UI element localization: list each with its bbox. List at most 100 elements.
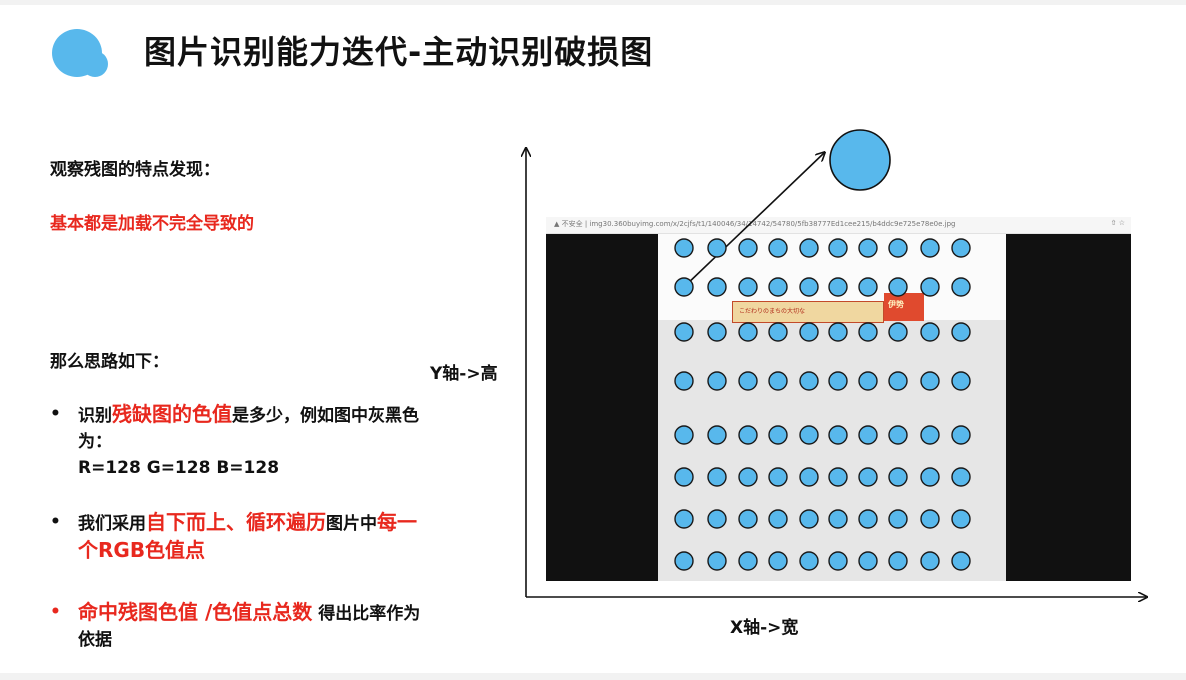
sample-dot bbox=[888, 467, 908, 487]
sample-dot bbox=[920, 509, 940, 529]
sample-dot bbox=[707, 425, 727, 445]
sample-dot bbox=[828, 238, 848, 258]
sample-dot bbox=[951, 467, 971, 487]
sample-dot bbox=[799, 371, 819, 391]
sample-dot bbox=[799, 238, 819, 258]
sample-dot bbox=[768, 371, 788, 391]
sample-dot bbox=[888, 509, 908, 529]
banner-text-red: 伊势 bbox=[888, 300, 904, 309]
bullet-highlight: 每一个RGB色值点 bbox=[78, 510, 417, 562]
bullet-text: 识别 bbox=[78, 406, 112, 426]
sample-dot bbox=[738, 467, 758, 487]
sample-dot bbox=[858, 509, 878, 529]
diagram-overlay bbox=[420, 129, 1160, 665]
sample-dot bbox=[768, 425, 788, 445]
sample-dot bbox=[828, 425, 848, 445]
sample-dot bbox=[799, 551, 819, 571]
sample-dot bbox=[951, 425, 971, 445]
browser-toolbar-icons: ⇧ ☆ bbox=[1110, 219, 1125, 227]
sample-dot bbox=[858, 425, 878, 445]
sample-dot bbox=[858, 551, 878, 571]
sample-dot bbox=[674, 425, 694, 445]
sample-dot bbox=[707, 467, 727, 487]
sample-dot bbox=[799, 509, 819, 529]
bullet-marker: • bbox=[50, 602, 61, 622]
sample-dot bbox=[858, 277, 878, 297]
sample-dot bbox=[707, 277, 727, 297]
sample-dot bbox=[674, 509, 694, 529]
sample-dot bbox=[738, 551, 758, 571]
pixel-scan-diagram: Y轴->高 X轴->宽 ▲ 不安全 | img30.360buyimg.com/… bbox=[420, 129, 1160, 665]
sample-dot bbox=[768, 551, 788, 571]
sample-dot bbox=[951, 322, 971, 342]
sample-dot bbox=[799, 277, 819, 297]
sample-dot bbox=[888, 425, 908, 445]
sample-dot bbox=[674, 371, 694, 391]
sample-dot bbox=[738, 277, 758, 297]
sample-dot bbox=[674, 467, 694, 487]
sample-dot bbox=[828, 322, 848, 342]
url-text: ▲ 不安全 | img30.360buyimg.com/x/2cjfs/t1/1… bbox=[554, 220, 956, 228]
sample-dot bbox=[828, 371, 848, 391]
sample-dot bbox=[951, 371, 971, 391]
sample-dot bbox=[674, 277, 694, 297]
sample-dot bbox=[707, 371, 727, 391]
sample-dot bbox=[828, 277, 848, 297]
sample-dot bbox=[888, 551, 908, 571]
sample-dot bbox=[920, 277, 940, 297]
black-border-right bbox=[1006, 234, 1131, 581]
bullet-highlight: 残缺图的色值 bbox=[112, 402, 232, 426]
sample-dot bbox=[828, 551, 848, 571]
observation-cause: 基本都是加载不完全导致的 bbox=[50, 214, 254, 234]
bullet-marker: • bbox=[50, 512, 61, 532]
sample-dot bbox=[951, 509, 971, 529]
bullet-text: 得出比率作为依据 bbox=[78, 604, 421, 650]
sample-dot bbox=[707, 238, 727, 258]
x-axis-label: X轴->宽 bbox=[730, 618, 799, 638]
sample-dot bbox=[738, 371, 758, 391]
sample-dot bbox=[674, 551, 694, 571]
scan-direction-arrow bbox=[683, 153, 824, 288]
sample-dot bbox=[738, 509, 758, 529]
bullet-text: 图片中 bbox=[326, 514, 377, 534]
sample-dot bbox=[768, 509, 788, 529]
bullet-text: 是多少，例如图中灰黑色为： bbox=[78, 406, 419, 452]
sample-dot bbox=[951, 551, 971, 571]
sample-dot bbox=[674, 238, 694, 258]
sample-dot bbox=[858, 322, 878, 342]
sample-dot bbox=[920, 425, 940, 445]
sample-dot bbox=[920, 467, 940, 487]
sample-dot bbox=[920, 322, 940, 342]
sample-dot bbox=[707, 509, 727, 529]
sample-dot bbox=[858, 467, 878, 487]
bullet-highlight: 命中残图色值 /色值点总数 bbox=[78, 600, 313, 624]
sample-dot bbox=[799, 425, 819, 445]
sample-dot bbox=[674, 322, 694, 342]
sample-dot bbox=[920, 551, 940, 571]
sample-dot bbox=[738, 238, 758, 258]
sample-dot bbox=[768, 467, 788, 487]
bullet-text: 我们采用 bbox=[78, 514, 146, 534]
approach-heading: 那么思路如下： bbox=[50, 352, 169, 372]
sample-dot bbox=[738, 322, 758, 342]
unloaded-gray-region bbox=[658, 320, 1006, 581]
cloud-blob-icon bbox=[52, 29, 108, 79]
slide: 图片识别能力迭代-主动识别破损图 观察残图的特点发现： 基本都是加载不完全导致的… bbox=[0, 5, 1186, 673]
sample-dot bbox=[888, 277, 908, 297]
sample-dot bbox=[888, 371, 908, 391]
observation-heading: 观察残图的特点发现： bbox=[50, 160, 220, 180]
sample-dot bbox=[738, 425, 758, 445]
sample-dot bbox=[707, 322, 727, 342]
sample-dot bbox=[799, 467, 819, 487]
sample-dot bbox=[888, 238, 908, 258]
bullet-highlight: 自下而上、循环遍历 bbox=[146, 510, 326, 534]
black-border-left bbox=[546, 234, 658, 581]
sample-dot bbox=[707, 551, 727, 571]
sample-dot bbox=[920, 238, 940, 258]
sample-dot bbox=[858, 238, 878, 258]
sample-dot bbox=[951, 238, 971, 258]
bullet-marker: • bbox=[50, 404, 61, 424]
sample-dot bbox=[828, 509, 848, 529]
sample-dot bbox=[828, 467, 848, 487]
target-circle bbox=[829, 129, 891, 191]
